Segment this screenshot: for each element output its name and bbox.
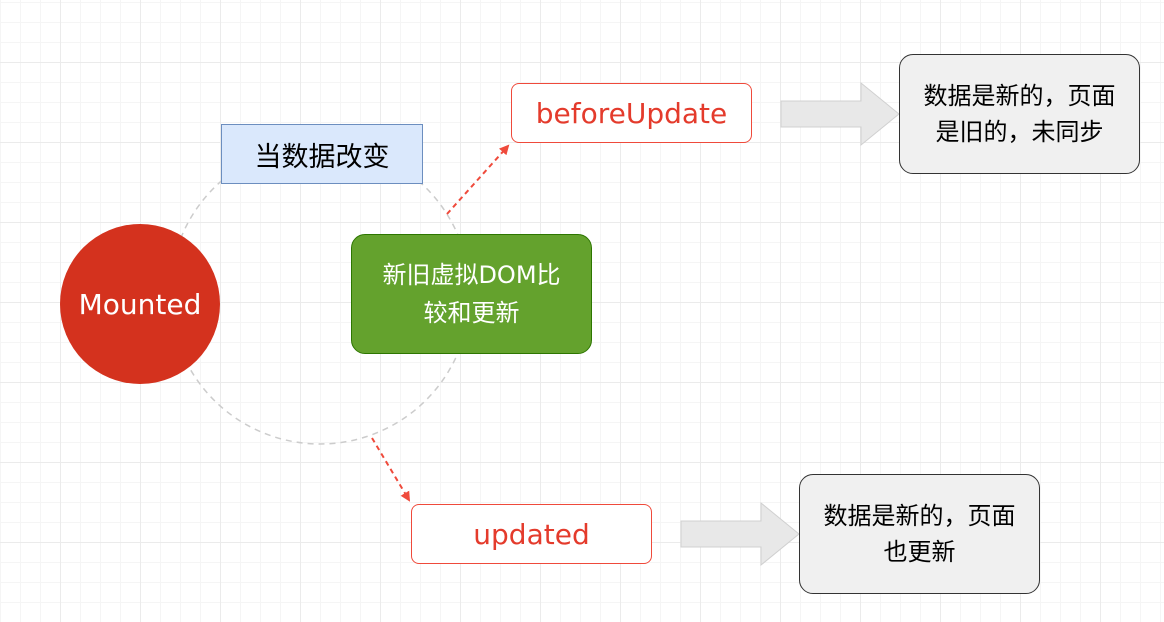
data-change-node: 当数据改变 [221, 124, 423, 184]
arrow-to-updated [371, 437, 411, 502]
vdom-compare-node: 新旧虚拟DOM比 较和更新 [351, 234, 592, 354]
block-arrow-updated-note [680, 501, 800, 567]
before-update-note: 数据是新的，页面 是旧的，未同步 [899, 54, 1140, 174]
updated-label: updated [473, 517, 590, 551]
updated-note-text: 数据是新的，页面 也更新 [823, 502, 1016, 566]
data-change-label: 当数据改变 [254, 141, 390, 173]
block-arrow-before-update-note [780, 81, 900, 147]
mounted-node: Mounted [60, 224, 220, 384]
updated-note: 数据是新的，页面 也更新 [799, 474, 1040, 594]
vdom-compare-label: 新旧虚拟DOM比 较和更新 [382, 261, 561, 327]
updated-node: updated [411, 504, 652, 564]
before-update-node: beforeUpdate [511, 83, 752, 143]
before-update-label: beforeUpdate [535, 96, 728, 130]
before-update-note-text: 数据是新的，页面 是旧的，未同步 [923, 82, 1116, 146]
mounted-label: Mounted [78, 287, 202, 321]
arrow-to-before-update [446, 144, 510, 215]
